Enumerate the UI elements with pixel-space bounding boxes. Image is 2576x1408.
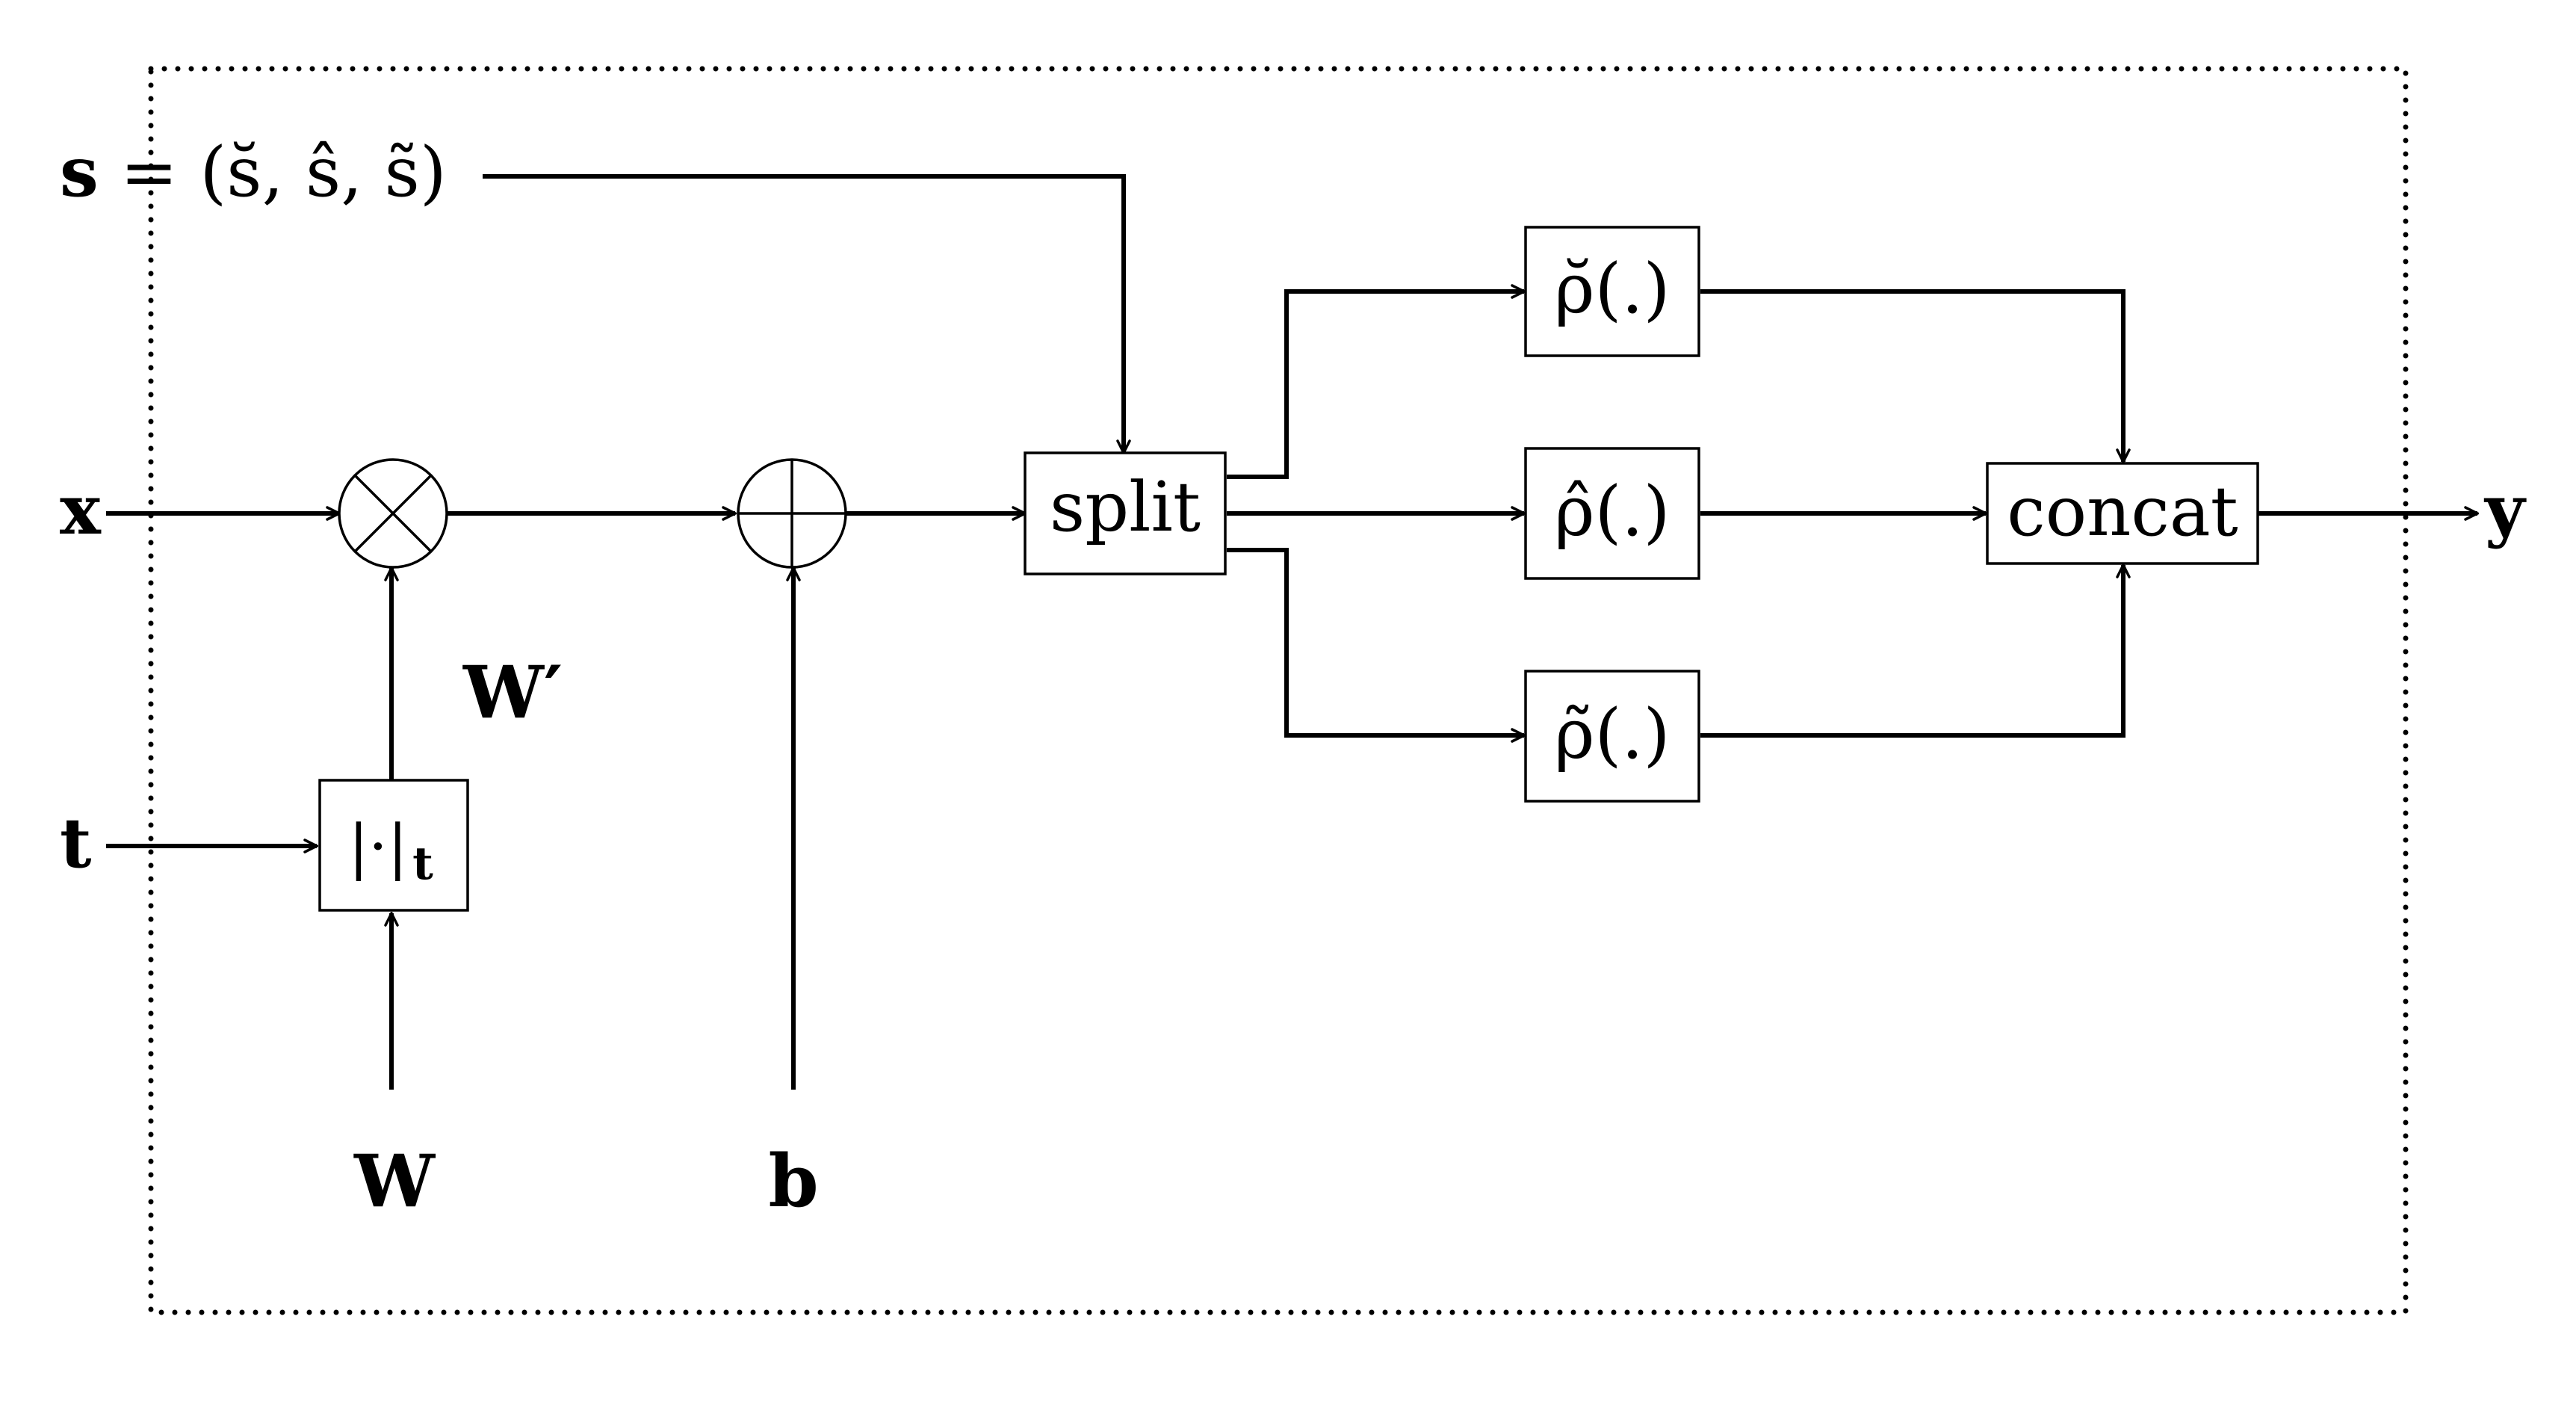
y-label: y	[2483, 469, 2527, 550]
wire-split-to-rho-tilde	[1227, 548, 1524, 735]
wire-rho-breve-to-concat	[1700, 289, 2123, 462]
x-label: x	[60, 469, 102, 550]
s-symbol: s	[60, 132, 99, 212]
rho-breve-block: ρ̆(.)	[1524, 226, 1700, 357]
rho-breve-label: ρ̆(.)	[1554, 249, 1670, 329]
split-block: split	[1024, 451, 1227, 575]
threshold-label: |·|	[348, 812, 407, 881]
rho-tilde-block: ρ̃(.)	[1524, 670, 1700, 803]
concat-block: concat	[1986, 462, 2259, 565]
b-label: b	[768, 1139, 818, 1223]
w-label: W	[353, 1139, 436, 1223]
multiply-operator	[338, 458, 448, 569]
dotted-frame	[148, 66, 2409, 1315]
s-label: s = (s̆, ŝ, s̃)	[60, 132, 447, 212]
threshold-block: |·| t	[318, 779, 469, 912]
concat-label: concat	[2007, 472, 2238, 552]
rho-hat-block: ρ̂(.)	[1524, 447, 1700, 580]
wire-s-to-split	[483, 174, 1124, 453]
add-operator	[737, 458, 847, 569]
threshold-subscript: t	[412, 838, 433, 890]
rho-hat-label: ρ̂(.)	[1554, 472, 1670, 552]
w-prime-label: W′	[462, 650, 563, 735]
s-definition: = (s̆, ŝ, s̃)	[99, 132, 447, 212]
split-label: split	[1050, 467, 1201, 547]
wire-split-to-rho-breve	[1227, 291, 1524, 479]
t-label: t	[60, 803, 92, 883]
rho-tilde-label: ρ̃(.)	[1554, 694, 1670, 774]
wire-rho-tilde-to-concat	[1700, 565, 2123, 738]
